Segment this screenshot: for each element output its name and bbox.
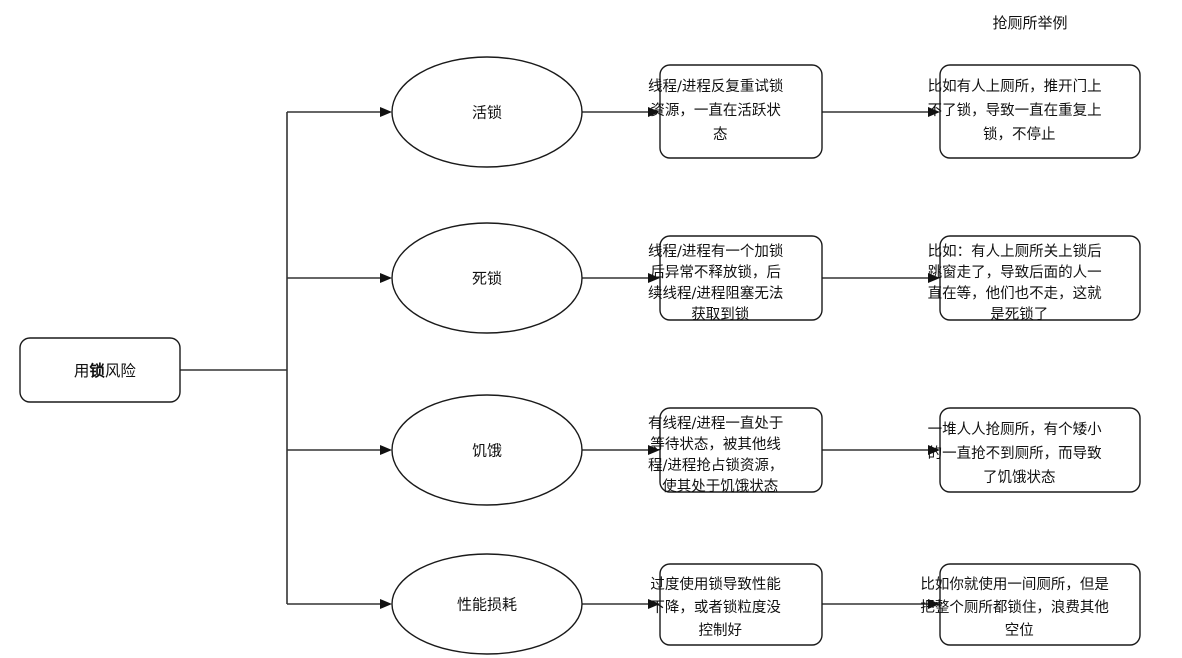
description-line: 有线程/进程一直处于 [648, 415, 783, 432]
example-line: 不了锁，导致一直在重复上 [928, 101, 1102, 119]
category-label-2: 死锁 [472, 270, 502, 288]
root-node-box[interactable] [19, 337, 181, 403]
arrow-head-node-desc-4 [648, 599, 660, 609]
example-line: 比如你就使用一间厕所，但是 [920, 576, 1109, 593]
example-line: 的一直抢不到厕所，而导致 [928, 444, 1102, 462]
description-line: 程/进程抢占锁资源， [648, 456, 783, 474]
description-text-1: 线程/进程反复重试锁 资源，一直在活跃状 态 [648, 77, 834, 143]
example-text-2: 比如：有人上厕所关上锁后 跳窗走了，导致后面的人一 直在等，他们也不走，这就 是… [928, 243, 1153, 323]
row-4: 性能损耗 过度使用锁导致性能 下降，或者锁粒度没 控制好 比如你就使用一间厕所，… [391, 553, 1159, 655]
example-line: 了饥饿状态 [983, 469, 1056, 486]
description-line: 续线程/进程阻塞无法 [648, 284, 783, 302]
example-node-3[interactable]: 一堆人人抢厕所，有个矮小 的一直抢不到厕所，而导致 了饥饿状态 [928, 407, 1153, 493]
root-label-bold: 锁 [89, 361, 105, 380]
example-line: 把整个厕所都锁住，浪费其他 [920, 599, 1109, 616]
example-node-1[interactable]: 比如有人上厕所，推开门上 不了锁，导致一直在重复上 锁，不停止 [928, 64, 1153, 159]
description-line: 线程/进程有一个加锁 [648, 243, 783, 260]
example-line: 是死锁了 [990, 306, 1048, 323]
example-line: 空位 [1005, 622, 1034, 639]
description-box-1[interactable] [659, 64, 823, 159]
row-3: 饥饿 有线程/进程一直处于 等待状态，被其他线 程/进程抢占锁资源， 使其处于饥… [391, 394, 1153, 506]
description-line: 获取到锁 [691, 306, 749, 323]
description-line: 下降，或者锁粒度没 [650, 599, 781, 616]
example-box-1[interactable] [939, 64, 1141, 159]
category-label-1: 活锁 [472, 104, 502, 122]
arrow-head-trunk-node-1 [380, 107, 392, 117]
example-text-1: 比如有人上厕所，推开门上 不了锁，导致一直在重复上 锁，不停止 [928, 78, 1153, 143]
description-box-2[interactable] [659, 235, 823, 321]
arrow-head-trunk-node-4 [380, 599, 392, 609]
example-line: 跳窗走了，导致后面的人一 [928, 263, 1102, 281]
root-label-prefix: 用 [74, 362, 90, 380]
description-box-3[interactable] [659, 407, 823, 493]
arrow-head-desc-example-4 [928, 599, 940, 609]
row-1: 活锁 线程/进程反复重试锁 资源，一直在活跃状 态 比如有人上厕所，推开门上 不… [391, 56, 1153, 168]
description-line: 控制好 [699, 622, 743, 639]
arrow-head-node-desc-2 [648, 273, 660, 283]
description-node-1[interactable]: 线程/进程反复重试锁 资源，一直在活跃状 态 [648, 64, 834, 159]
description-text-4: 过度使用锁导致性能 下降，或者锁粒度没 控制好 [650, 576, 831, 639]
description-text-3: 有线程/进程一直处于 等待状态，被其他线 程/进程抢占锁资源， 使其处于饥饿状态 [648, 415, 834, 495]
arrow-head-trunk-node-2 [380, 273, 392, 283]
category-ellipse-4[interactable] [391, 553, 583, 655]
category-label-3: 饥饿 [472, 442, 502, 460]
category-label-4: 性能损耗 [457, 596, 517, 614]
arrow-head-desc-example-1 [928, 107, 940, 117]
example-text-4: 比如你就使用一间厕所，但是 把整个厕所都锁住，浪费其他 空位 [920, 576, 1159, 639]
diagram-title-right: 抢厕所举例 [992, 14, 1067, 32]
example-line: 比如：有人上厕所关上锁后 [928, 243, 1102, 260]
example-line: 直在等，他们也不走，这就 [928, 284, 1102, 302]
description-line: 等待状态，被其他线 [650, 435, 781, 453]
example-line: 比如有人上厕所，推开门上 [928, 78, 1102, 95]
example-node-4[interactable]: 比如你就使用一间厕所，但是 把整个厕所都锁住，浪费其他 空位 [920, 563, 1159, 646]
example-line: 一堆人人抢厕所，有个矮小 [928, 420, 1102, 438]
category-ellipse-2[interactable] [391, 222, 583, 334]
example-box-3[interactable] [939, 407, 1141, 493]
category-node-4[interactable]: 性能损耗 [391, 553, 583, 655]
description-node-3[interactable]: 有线程/进程一直处于 等待状态，被其他线 程/进程抢占锁资源， 使其处于饥饿状态 [648, 407, 834, 495]
row-2: 死锁 线程/进程有一个加锁 后异常不释放锁，后 续线程/进程阻塞无法 获取到锁 … [391, 222, 1153, 334]
category-node-2[interactable]: 死锁 [391, 222, 583, 334]
description-line: 过度使用锁导致性能 [650, 576, 781, 593]
category-ellipse-1[interactable] [391, 56, 583, 168]
category-ellipse-3[interactable] [391, 394, 583, 506]
category-node-1[interactable]: 活锁 [391, 56, 583, 168]
arrow-head-desc-example-2 [928, 273, 940, 283]
example-box-2[interactable] [939, 235, 1141, 321]
description-line: 使其处于饥饿状态 [662, 478, 778, 495]
connector-layer [180, 107, 940, 609]
description-line: 资源，一直在活跃状 [650, 102, 781, 119]
description-line: 后异常不释放锁，后 [650, 264, 781, 281]
arrow-head-node-desc-1 [648, 107, 660, 117]
description-line: 线程/进程反复重试锁 [648, 77, 783, 95]
arrow-head-trunk-node-3 [380, 445, 392, 455]
root-node-label: 用锁风险 [30, 361, 171, 380]
description-node-2[interactable]: 线程/进程有一个加锁 后异常不释放锁，后 续线程/进程阻塞无法 获取到锁 [648, 235, 834, 323]
arrow-head-node-desc-3 [648, 445, 660, 455]
root-label-suffix: 风险 [105, 362, 137, 380]
description-node-4[interactable]: 过度使用锁导致性能 下降，或者锁粒度没 控制好 [650, 563, 831, 646]
description-text-2: 线程/进程有一个加锁 后异常不释放锁，后 续线程/进程阻塞无法 获取到锁 [648, 243, 834, 323]
example-node-2[interactable]: 比如：有人上厕所关上锁后 跳窗走了，导致后面的人一 直在等，他们也不走，这就 是… [928, 235, 1153, 323]
description-box-4[interactable] [659, 563, 823, 646]
root-node[interactable]: 用锁风险 [19, 337, 181, 403]
description-line: 态 [713, 126, 728, 143]
example-text-3: 一堆人人抢厕所，有个矮小 的一直抢不到厕所，而导致 了饥饿状态 [928, 420, 1153, 486]
arrow-head-desc-example-3 [928, 445, 940, 455]
example-box-4[interactable] [939, 563, 1141, 646]
category-node-3[interactable]: 饥饿 [391, 394, 583, 506]
example-line: 锁，不停止 [983, 126, 1056, 143]
